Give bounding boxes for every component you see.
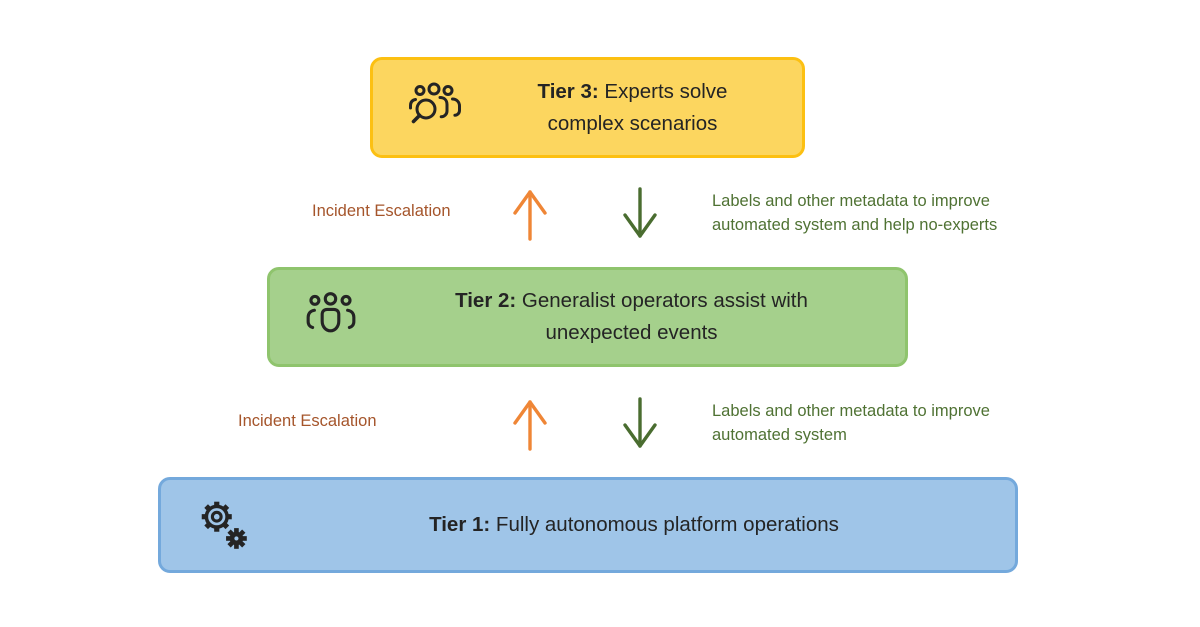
tier3-box: Tier 3: Experts solve complex scenarios [370,57,805,158]
tier2-label-text: Generalist operators assist with unexpec… [516,289,808,344]
gears-icon [195,496,253,554]
escalation-up-arrow-2 [508,395,552,453]
feedback-label-1: Labels and other metadata to improve aut… [712,192,998,234]
tier2-label-prefix: Tier 2: [455,289,517,312]
escalation-up-arrow-1 [508,185,552,243]
tier1-label-text: Fully autonomous platform operations [490,513,839,536]
tier1-label: Tier 1: Fully autonomous platform operat… [429,509,839,541]
tier3-label: Tier 3: Experts solve complex scenarios [510,76,755,140]
tier3-label-text: Experts solve complex scenarios [547,79,728,135]
feedback-down-arrow-1 [618,185,662,243]
incident-escalation-label-1: Incident Escalation [312,202,451,220]
tier2-label: Tier 2: Generalist operators assist with… [417,285,847,349]
people-search-icon [407,82,463,134]
tier1-label-prefix: Tier 1: [429,513,491,536]
tier1-box: Tier 1: Fully autonomous platform operat… [158,477,1018,573]
tier3-label-prefix: Tier 3: [537,79,599,103]
tier2-box: Tier 2: Generalist operators assist with… [267,267,908,367]
people-group-icon [304,292,358,342]
feedback-label-2: Labels and other metadata to improve aut… [712,402,990,444]
incident-escalation-label-2: Incident Escalation [238,412,377,430]
feedback-down-arrow-2 [618,395,662,453]
